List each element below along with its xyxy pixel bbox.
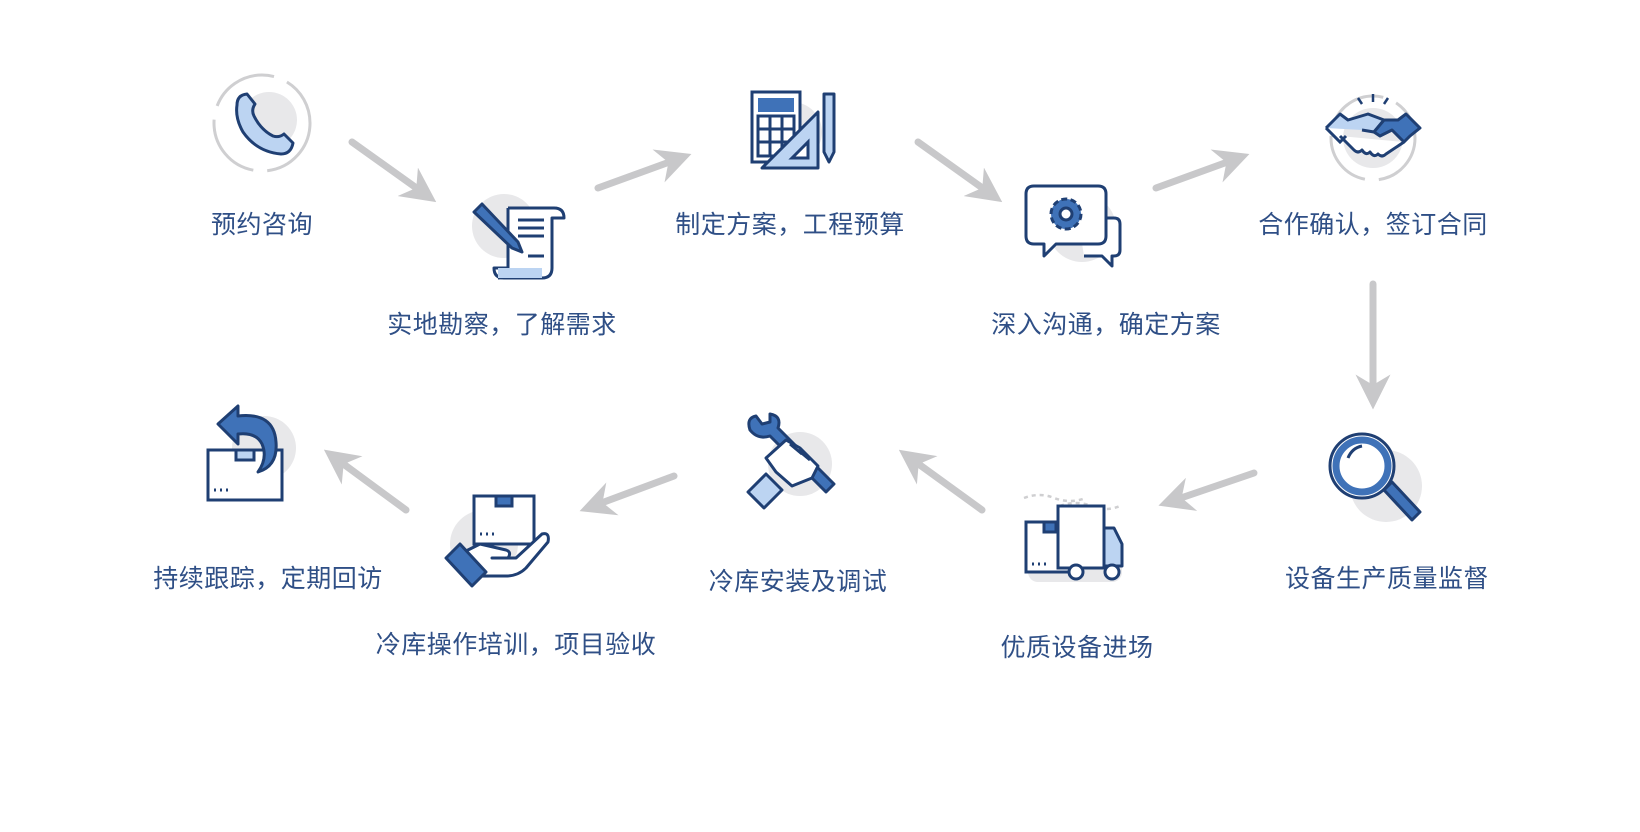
step-label: 制定方案，工程预算 bbox=[675, 210, 905, 239]
step-label: 设备生产质量监督 bbox=[1284, 564, 1490, 593]
step-label: 深入沟通，确定方案 bbox=[991, 310, 1221, 339]
arrow-8-to-9 bbox=[579, 472, 678, 516]
arrow-3-to-4 bbox=[914, 138, 1003, 203]
arrow-9-to-10 bbox=[323, 449, 410, 514]
step-label: 实地勘察，了解需求 bbox=[387, 310, 617, 339]
arrow-1-to-2 bbox=[348, 138, 437, 203]
chat-gear-icon bbox=[1022, 178, 1132, 288]
arrow-7-to-8 bbox=[898, 449, 986, 514]
box-return-icon bbox=[202, 404, 312, 514]
phone-icon bbox=[207, 70, 317, 180]
step-label: 优质设备进场 bbox=[1000, 633, 1154, 662]
magnifier-icon bbox=[1320, 428, 1430, 538]
step-label: 持续跟踪，定期回访 bbox=[153, 564, 383, 593]
delivery-truck-icon bbox=[1020, 492, 1130, 602]
box-hand-icon bbox=[444, 490, 556, 600]
calculator-ruler-icon bbox=[742, 84, 852, 194]
wrench-hand-icon bbox=[742, 412, 852, 524]
step-label: 冷库安装及调试 bbox=[708, 567, 888, 596]
arrow-6-to-7 bbox=[1158, 469, 1258, 511]
arrow-4-to-5 bbox=[1152, 149, 1250, 192]
step-label: 冷库操作培训，项目验收 bbox=[375, 630, 657, 659]
step-label: 预约咨询 bbox=[210, 210, 314, 239]
step-label: 合作确认，签订合同 bbox=[1258, 210, 1488, 239]
handshake-icon bbox=[1318, 84, 1428, 194]
document-signing-icon bbox=[468, 190, 578, 300]
arrow-2-to-3 bbox=[594, 149, 692, 192]
